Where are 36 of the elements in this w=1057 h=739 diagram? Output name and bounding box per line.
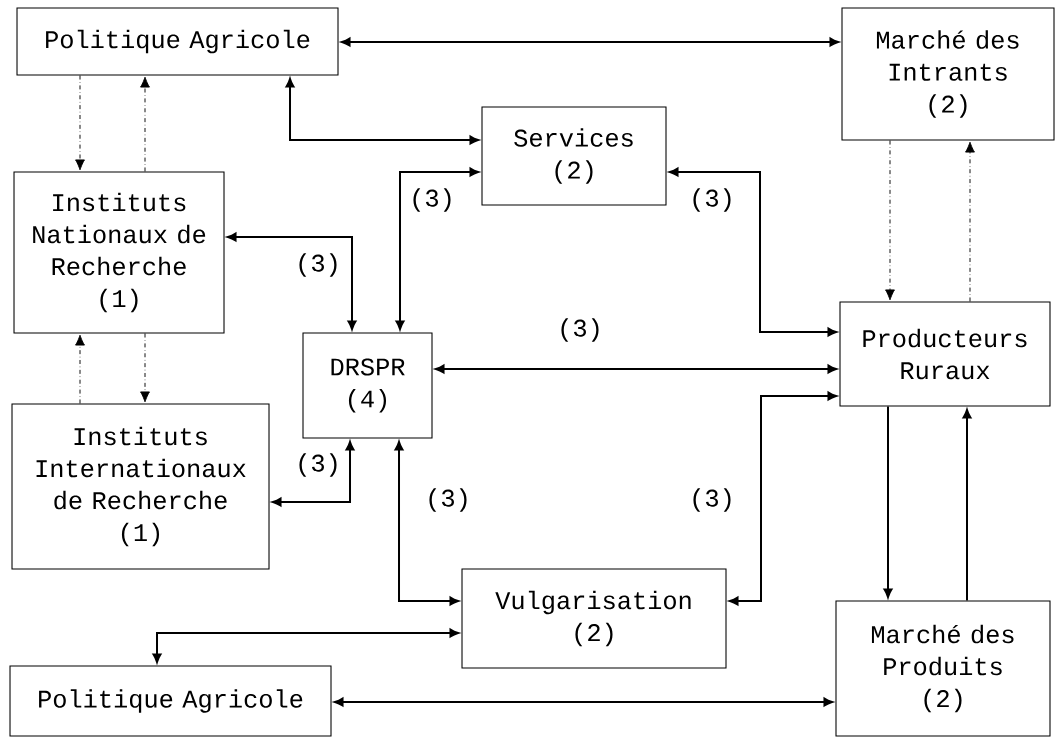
process-box: Vulgarisation (2) [461,568,727,669]
process-box: Instituts Nationaux de Recherche (1) [13,171,225,334]
edge-label: (3) [293,251,343,279]
arrow [152,628,459,663]
arrow [227,232,357,330]
edge-label: (3) [555,316,605,344]
arrow [885,140,895,301]
edge-label: (3) [687,486,737,514]
edge-label: (3) [293,451,343,479]
arrow [272,441,355,507]
process-box: DRSPR (4) [302,332,433,439]
arrow [334,697,833,707]
process-box: Politique Agricole [16,7,339,76]
process-box: Politique Agricole [9,665,332,737]
arrow [395,167,479,330]
arrow [75,334,85,404]
arrow [669,167,837,337]
edge-label: (3) [687,186,737,214]
process-box: Producteurs Ruraux [839,301,1051,407]
edge-label: (3) [423,486,473,514]
arrow [962,409,972,602]
arrow [729,391,837,606]
arrow [341,37,839,47]
edge-label: (3) [407,186,457,214]
process-box: Services (2) [481,106,667,206]
arrow [394,441,459,606]
arrow [140,76,150,172]
arrow [75,75,85,171]
arrow [965,141,975,302]
arrow [285,78,479,145]
arrow [140,333,150,403]
process-box: Marché des Produits (2) [835,600,1051,737]
arrow [883,405,893,598]
process-box: Marché des Intrants (2) [841,7,1055,141]
arrow [435,364,837,374]
process-box: Instituts Internationaux de Recherche (1) [11,403,270,570]
